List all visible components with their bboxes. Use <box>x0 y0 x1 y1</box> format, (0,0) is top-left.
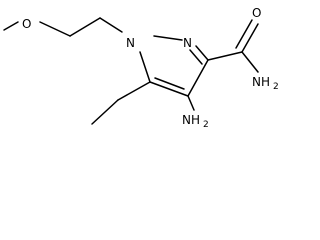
bond-n2-c3 <box>195 45 209 61</box>
atom-n2: N <box>183 36 192 50</box>
bond-c3-carbonyl <box>207 51 243 61</box>
bond-c5-ch2 <box>117 81 151 101</box>
atom-n1: N <box>126 36 135 50</box>
bond-o-ch2 <box>39 21 71 37</box>
bond-c3-c4 <box>187 59 209 97</box>
bond-carbonyl-o-double <box>235 19 253 49</box>
atom-o-carbonyl: O <box>252 6 261 20</box>
bond-ch2-ch3 <box>91 99 119 125</box>
bond-carbonyl-o <box>241 23 259 53</box>
bond-carbonyl-n <box>241 51 259 73</box>
bond-ch2-ch2 <box>69 17 101 37</box>
structure-diagram: O N N O NH 2 NH 2 <box>3 6 279 130</box>
atom-amino-sub: 2 <box>203 120 209 130</box>
bond-ch2-n1 <box>99 17 123 33</box>
bond-c4-c5-double <box>154 77 185 90</box>
bond-n1-n2 <box>153 35 183 41</box>
bond-n2-c3-double <box>189 49 203 65</box>
atom-amino-nh: NH <box>182 113 200 127</box>
bond-methyl-o <box>3 21 19 31</box>
atom-amide-sub: 2 <box>273 82 279 92</box>
bond-c4-c5 <box>149 81 189 97</box>
bond-c5-n1 <box>139 51 151 83</box>
atom-amide-nh: NH <box>252 75 270 89</box>
bond-c4-nh2 <box>187 95 195 111</box>
atom-o-methoxy: O <box>22 17 31 31</box>
